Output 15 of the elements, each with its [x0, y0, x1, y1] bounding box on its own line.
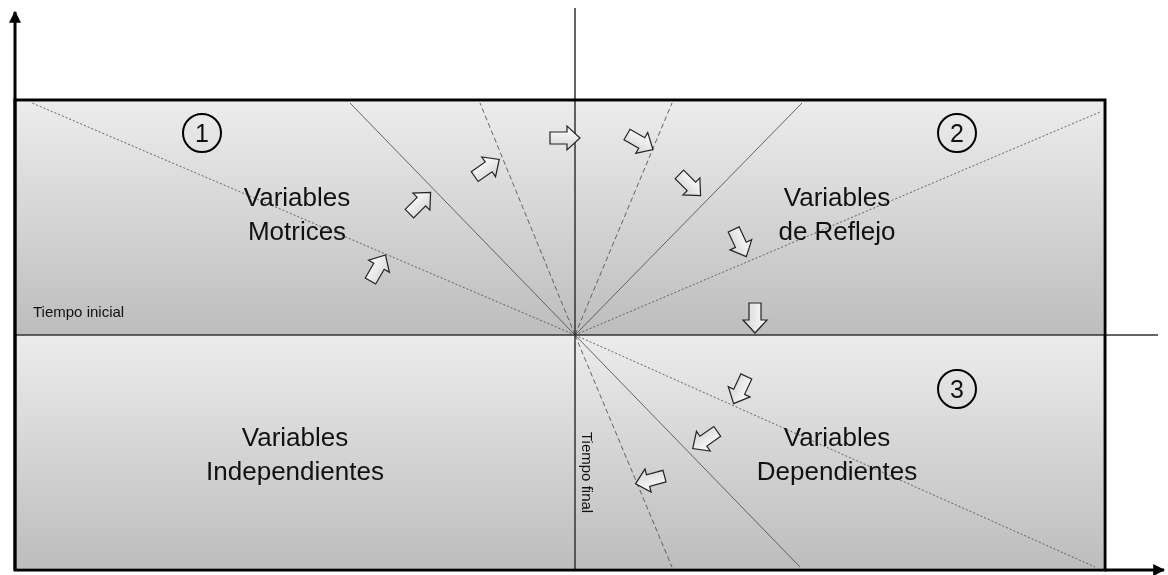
quadrant-panel	[575, 102, 1103, 335]
block-arrow	[741, 302, 769, 334]
callout-number: 3	[937, 369, 977, 409]
axis-note: Tiempo final	[579, 432, 596, 514]
quadrant-label: Variables Motrices	[242, 181, 352, 248]
callout-number: 2	[937, 113, 977, 153]
quadrant-panel	[17, 335, 575, 568]
quadrant-label: Variables Dependientes	[755, 421, 919, 488]
quadrant-label: Variables Independientes	[205, 421, 385, 488]
quadrant-panel	[575, 335, 1103, 568]
block-arrow	[549, 124, 581, 152]
quadrant-panel	[17, 102, 575, 335]
axis-note: Tiempo inicial	[33, 303, 125, 320]
callout-number: 1	[182, 113, 222, 153]
quadrant-label: Variables de Reflejo	[777, 181, 897, 248]
